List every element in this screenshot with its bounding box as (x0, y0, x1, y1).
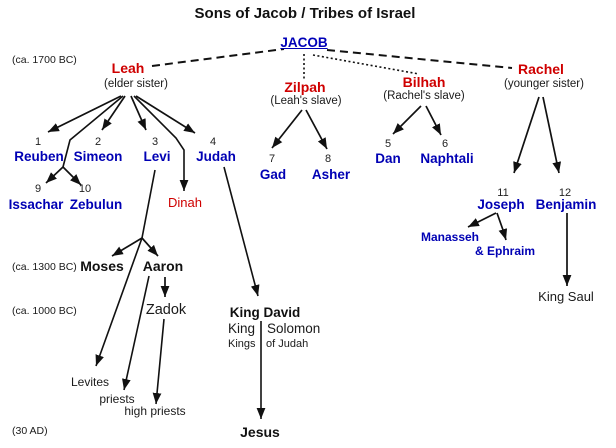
node-judah: Judah (196, 149, 236, 164)
node-ephraim: & Ephraim (474, 244, 536, 258)
edge-rachel-joseph (513, 96, 540, 174)
node-reuben: Reuben (14, 149, 64, 164)
era-label-1300bc: (ca. 1300 BC) (12, 261, 77, 273)
node-zadok: Zadok (145, 302, 187, 318)
edge-bilhah-naphtali (425, 105, 442, 136)
node-king-solomon-right: Solomon (267, 321, 321, 336)
node-simeon: Simeon (73, 149, 123, 164)
edge-branch-zebulun (62, 166, 82, 186)
era-label-1700bc: (ca. 1700 BC) (12, 54, 77, 66)
node-rachel-note: (younger sister) (504, 78, 584, 90)
edge-leah-dinah (133, 95, 189, 191)
node-zilpah: Zilpah (284, 79, 326, 95)
num-asher: 8 (324, 153, 332, 165)
edge-bilhah-dan (392, 105, 422, 135)
node-naphtali: Naphtali (420, 151, 474, 166)
edge-levi-down (141, 169, 156, 239)
edge-branch-issachar (45, 166, 64, 184)
edge-leah-judah (135, 95, 196, 134)
edge-fork-aaron (141, 237, 159, 257)
edge-jacob-leah (151, 48, 285, 67)
node-zebulun: Zebulun (69, 197, 123, 212)
edge-leah-levi (130, 95, 147, 131)
num-benjamin: 12 (558, 187, 572, 199)
node-levi: Levi (143, 149, 171, 164)
node-king-saul: King Saul (538, 289, 594, 304)
node-dinah: Dinah (168, 195, 202, 210)
edge-judah-kingdavid (223, 166, 260, 297)
num-levi: 3 (151, 136, 159, 148)
node-manasseh: Manasseh (420, 230, 480, 244)
edge-aaron-priests (122, 275, 150, 391)
page-title: Sons of Jacob / Tribes of Israel (194, 5, 416, 22)
node-gad: Gad (259, 167, 287, 182)
node-moses: Moses (80, 258, 124, 274)
edge-leah-branch910 (62, 95, 124, 168)
node-asher: Asher (311, 167, 351, 182)
edge-jacob-bilhah (312, 54, 420, 75)
node-kings-of-judah-right: of Judah (266, 338, 309, 350)
node-levites: Levites (70, 375, 110, 389)
num-simeon: 2 (94, 136, 102, 148)
edge-zilpah-asher (305, 109, 328, 150)
edge-jacob-rachel (326, 49, 513, 69)
node-bilhah: Bilhah (402, 74, 446, 90)
node-leah-note: (elder sister) (104, 78, 168, 90)
edge-zilpah-gad (271, 109, 303, 149)
num-gad: 7 (268, 153, 276, 165)
edge-zadok-highpriests (152, 318, 165, 405)
num-zebulun: 10 (78, 183, 92, 195)
node-aaron: Aaron (142, 258, 184, 274)
node-issachar: Issachar (8, 197, 64, 212)
edge-leah-reuben (47, 95, 122, 133)
node-dan: Dan (375, 151, 401, 166)
node-benjamin: Benjamin (535, 197, 597, 212)
edge-joseph-manasseh (467, 212, 497, 228)
edge-rachel-benjamin (542, 96, 562, 174)
num-judah: 4 (209, 136, 217, 148)
edge-levi-levites (95, 237, 143, 367)
num-reuben: 1 (34, 136, 42, 148)
node-rachel: Rachel (518, 61, 564, 77)
node-zilpah-note: (Leah's slave) (270, 95, 342, 107)
node-leah: Leah (111, 60, 145, 76)
node-kings-of-judah-left: Kings (228, 338, 256, 350)
edge-joseph-ephraim (496, 212, 508, 241)
edge-fork-moses (111, 237, 143, 257)
node-king-solomon-left: King (228, 321, 256, 336)
era-label-30ad: (30 AD) (12, 425, 48, 437)
node-jesus: Jesus (240, 424, 280, 440)
node-joseph: Joseph (477, 197, 525, 212)
node-jacob: JACOB (280, 35, 328, 50)
num-dan: 5 (384, 138, 392, 150)
node-high-priests: high priests (124, 404, 186, 418)
node-bilhah-note: (Rachel's slave) (383, 90, 465, 102)
edge-leah-simeon (101, 95, 126, 131)
num-naphtali: 6 (441, 138, 449, 150)
era-label-1000bc: (ca. 1000 BC) (12, 305, 77, 317)
node-king-david: King David (229, 305, 301, 320)
node-priests: priests (99, 392, 135, 406)
num-joseph: 11 (497, 187, 509, 199)
num-issachar: 9 (34, 183, 42, 195)
